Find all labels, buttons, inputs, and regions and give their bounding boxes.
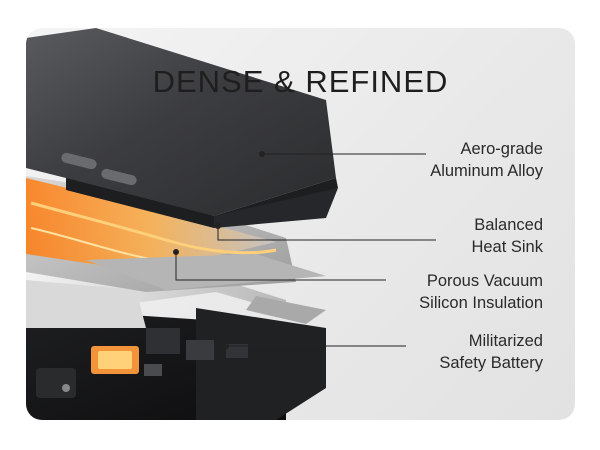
aluminum-shell-layer <box>26 28 338 228</box>
product-illustration-card: DENSE & REFINED Aero-grade Aluminum Allo… <box>26 28 575 420</box>
label-line: Safety Battery <box>439 354 543 372</box>
battery-board-layer <box>26 308 326 420</box>
label-line: Aero-grade <box>460 140 543 158</box>
leader-lines <box>173 151 436 349</box>
label-line: Balanced <box>474 216 543 234</box>
label-line: Aluminum Alloy <box>430 162 543 180</box>
label-heat-sink: Balanced Heat Sink <box>471 214 543 258</box>
label-aluminum-alloy: Aero-grade Aluminum Alloy <box>430 138 543 182</box>
exploded-layers-illustration <box>26 28 436 420</box>
label-line: Heat Sink <box>471 238 543 256</box>
label-silicon-insulation: Porous Vacuum Silicon Insulation <box>419 270 543 314</box>
label-line: Porous Vacuum <box>426 272 543 290</box>
label-line: Silicon Insulation <box>419 294 543 312</box>
label-safety-battery: Militarized Safety Battery <box>439 330 543 374</box>
label-line: Militarized <box>468 332 543 350</box>
page-title: DENSE & REFINED <box>152 64 449 99</box>
heat-sink-layer <box>26 176 326 324</box>
